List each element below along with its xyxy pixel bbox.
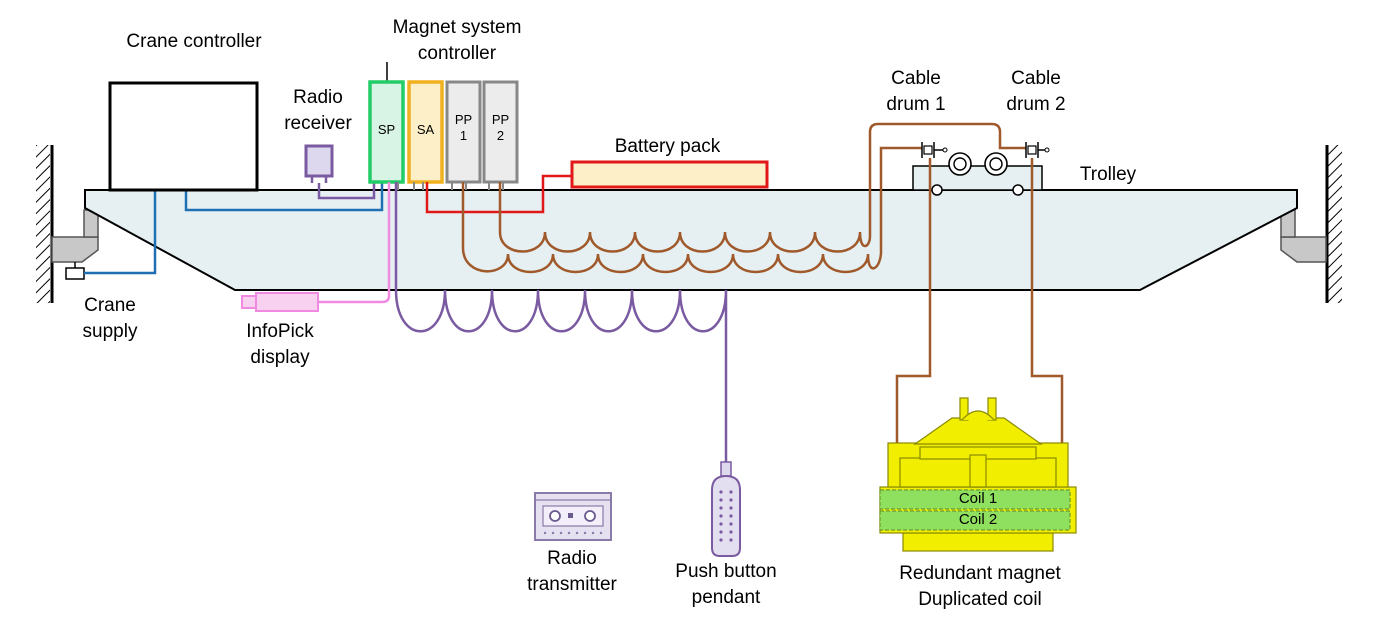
controller-to-sp-cable bbox=[184, 182, 384, 212]
battery-pack-label: Battery pack bbox=[614, 136, 721, 157]
radio-receiver-line1: Radio bbox=[293, 87, 343, 108]
trolley-label: Trolley bbox=[1079, 164, 1137, 185]
radio-receiver-line2: receiver bbox=[284, 113, 352, 134]
redundant-magnet bbox=[879, 397, 1077, 552]
trolley bbox=[912, 152, 1043, 196]
radio-receiver-label: Radio receiver bbox=[270, 85, 366, 137]
cable-drum-2-line1: Cable bbox=[1011, 68, 1061, 89]
right-rail-bracket bbox=[1280, 209, 1327, 263]
pp1-module bbox=[445, 80, 482, 184]
crane-supply-cable bbox=[84, 190, 157, 275]
crane-supply-label: Crane supply bbox=[60, 293, 160, 345]
pp2-module-label: PP 2 bbox=[484, 112, 517, 144]
radio-transmitter-line1: Radio bbox=[547, 548, 597, 569]
cable-drum-1-line1: Cable bbox=[891, 68, 941, 89]
pp2-line1: PP bbox=[491, 112, 510, 127]
coil-2 bbox=[879, 510, 1071, 531]
crane-supply-line1: Crane bbox=[84, 295, 136, 316]
push-button-pendant bbox=[711, 461, 741, 557]
coil-1 bbox=[879, 489, 1071, 510]
magnet-line1: Redundant magnet bbox=[899, 563, 1061, 584]
coil-1-label: Coil 1 bbox=[958, 490, 998, 507]
magnet-system-controller-label: Magnet system controller bbox=[362, 15, 552, 67]
pp2-line2: 2 bbox=[496, 128, 505, 143]
pp1-line2: 1 bbox=[459, 128, 468, 143]
pp1-line1: PP bbox=[454, 112, 473, 127]
pendant-festoon-cable bbox=[394, 182, 728, 462]
radio-receiver-box bbox=[304, 144, 334, 178]
infopick-label: InfoPick display bbox=[230, 319, 330, 371]
left-wall bbox=[36, 145, 54, 303]
cable-drum-2-label: Cable drum 2 bbox=[988, 66, 1084, 118]
pp2-festoon-cable bbox=[498, 122, 1026, 253]
push-button-line1: Push button bbox=[675, 561, 777, 582]
infopick-line1: InfoPick bbox=[246, 321, 314, 342]
cable-drum-1-label: Cable drum 1 bbox=[868, 66, 964, 118]
radio-transmitter-line2: transmitter bbox=[527, 574, 617, 595]
pp1-module-label: PP 1 bbox=[447, 112, 480, 144]
crane-controller-label: Crane controller bbox=[126, 31, 262, 52]
cable-drum-2-line2: drum 2 bbox=[1006, 94, 1066, 115]
battery-cable bbox=[425, 174, 572, 214]
left-rail-bracket bbox=[51, 209, 99, 263]
right-wall bbox=[1325, 145, 1342, 303]
battery-pack-box bbox=[570, 160, 769, 189]
radio-transmitter bbox=[534, 492, 612, 541]
crane-supply-plug bbox=[65, 267, 85, 280]
sa-module bbox=[407, 80, 444, 184]
radio-transmitter-label: Radio transmitter bbox=[512, 546, 632, 598]
magnet-system-controller-line1: Magnet system bbox=[392, 17, 522, 38]
crane-girder bbox=[84, 189, 1298, 291]
cable-drum-2 bbox=[1025, 142, 1050, 158]
magnet-system-controller-line2: controller bbox=[417, 43, 497, 64]
receiver-cable bbox=[317, 182, 376, 200]
crane-controller-box bbox=[108, 81, 259, 192]
cable-drum-1 bbox=[921, 142, 948, 158]
cable-drum-1-line2: drum 1 bbox=[886, 94, 946, 115]
drum1-to-coil1-cable bbox=[895, 158, 932, 500]
coil-2-label: Coil 2 bbox=[958, 511, 998, 528]
infopick-cable bbox=[318, 182, 391, 304]
sa-module-label: SA bbox=[416, 122, 435, 137]
infopick-line2: display bbox=[250, 347, 310, 368]
crane-supply-line2: supply bbox=[82, 321, 138, 342]
magnet-label: Redundant magnet Duplicated coil bbox=[868, 561, 1092, 613]
magnet-line2: Duplicated coil bbox=[918, 589, 1042, 610]
push-button-pendant-label: Push button pendant bbox=[656, 559, 796, 611]
sp-module-label: SP bbox=[377, 122, 396, 137]
pp1-festoon-cable bbox=[461, 146, 922, 274]
infopick-display bbox=[241, 292, 319, 312]
sp-module bbox=[368, 80, 405, 184]
push-button-line2: pendant bbox=[691, 587, 761, 608]
